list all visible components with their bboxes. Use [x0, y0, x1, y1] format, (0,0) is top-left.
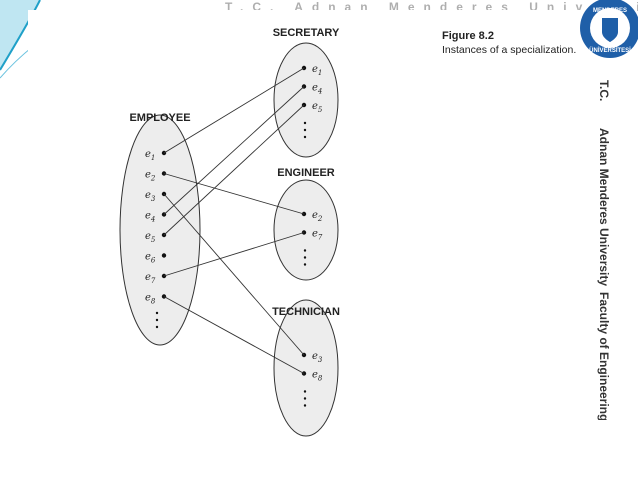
- secretary-member-label: e5: [312, 101, 323, 114]
- secretary-ellipsis-dot: [303, 128, 307, 132]
- seal-bottom-text: ÜNİVERSİTESİ: [589, 47, 631, 54]
- technician-ellipsis-dot: [303, 397, 307, 400]
- technician-member-label: e8: [312, 370, 323, 383]
- employee-member-label: e8: [145, 293, 156, 306]
- membership-link: [163, 193, 305, 356]
- employee-member-label: e5: [145, 231, 156, 244]
- secretary-member-label: e4: [312, 83, 322, 96]
- engineer-ellipsis-dot: [303, 249, 307, 252]
- employee-member-label: e3: [145, 190, 156, 203]
- employee-set-ellipse: [119, 114, 201, 346]
- technician-set-ellipse: [273, 299, 339, 437]
- employee-member-label: e7: [145, 272, 156, 285]
- side-line-tc: T.C.: [597, 80, 611, 101]
- membership-link: [163, 232, 305, 277]
- membership-link: [163, 86, 305, 215]
- university-seal-logo: MENDERES ÜNİVERSİTESİ 1992: [580, 0, 638, 58]
- membership-link: [163, 67, 305, 154]
- engineer-set-label: ENGINEER: [277, 167, 335, 179]
- employee-member-label: e2: [145, 170, 156, 183]
- employee-member-label: e1: [145, 149, 155, 162]
- figure-description: Instances of a specialization.: [442, 44, 577, 56]
- employee-member-label: e6: [145, 252, 156, 265]
- engineer-member-label: e7: [312, 229, 323, 242]
- side-line-faculty: Faculty of Engineering: [597, 292, 611, 420]
- technician-ellipsis-dot: [303, 404, 307, 407]
- employee-ellipsis-dot: [155, 318, 159, 322]
- membership-link: [163, 296, 305, 374]
- technician-ellipsis-dot: [303, 390, 307, 393]
- membership-link: [163, 173, 305, 215]
- membership-link: [163, 104, 305, 236]
- side-line-university: Adnan Menderes University: [597, 128, 611, 286]
- technician-set-label: TECHNICIAN: [272, 306, 340, 318]
- engineer-member-label: e2: [312, 210, 323, 223]
- employee-member-label: e4: [145, 211, 155, 224]
- employee-ellipsis-dot: [155, 311, 159, 315]
- employee-member-dot: [161, 253, 167, 258]
- secretary-ellipsis-dot: [303, 135, 307, 139]
- engineer-ellipsis-dot: [303, 256, 307, 259]
- secretary-member-label: e1: [312, 64, 322, 77]
- employee-ellipsis-dot: [155, 325, 159, 329]
- figure-number: Figure 8.2: [442, 30, 494, 42]
- secretary-set-label: SECRETARY: [273, 27, 340, 39]
- engineer-ellipsis-dot: [303, 263, 307, 266]
- secretary-ellipsis-dot: [303, 121, 307, 125]
- engineer-set-ellipse: [273, 179, 339, 281]
- technician-member-label: e3: [312, 351, 323, 364]
- figure-caption: Figure 8.2 Instances of a specialization…: [442, 30, 576, 56]
- seal-year: 1992: [606, 34, 616, 39]
- secretary-set-ellipse: [273, 42, 339, 158]
- seal-top-text: MENDERES: [593, 8, 627, 14]
- employee-set-label: EMPLOYEE: [129, 112, 190, 124]
- side-institution-text: T.C. Adnan Menderes University Faculty o…: [597, 80, 611, 420]
